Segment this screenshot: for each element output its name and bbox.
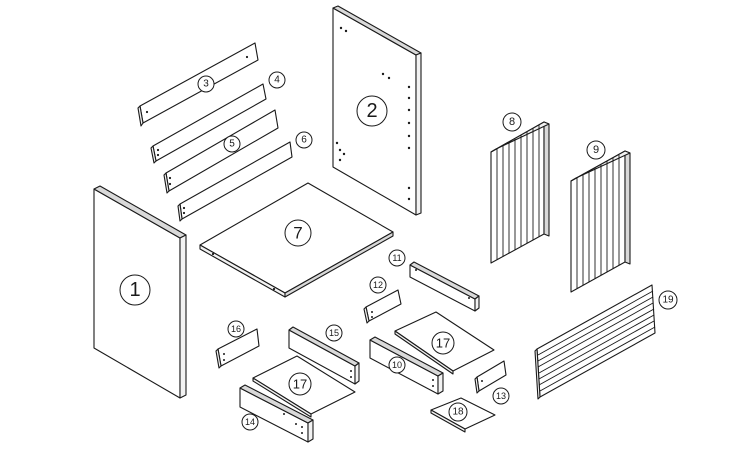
callout-17-right: 17 [431,331,455,355]
callout-11: 11 [388,249,406,267]
svg-text:8: 8 [509,116,515,128]
callout-16: 16 [227,320,245,338]
svg-text:10: 10 [392,360,402,370]
svg-text:4: 4 [274,75,280,86]
callout-15: 15 [325,324,343,342]
part-6-rail [177,141,293,222]
callout-2: 2 [356,95,388,127]
part-15-rail [288,326,360,385]
callout-10: 10 [388,356,406,374]
part-19-slat-panel [534,284,656,400]
part-5-rail [163,109,279,194]
svg-text:12: 12 [373,280,383,290]
callout-8: 8 [502,112,522,132]
svg-text:9: 9 [593,144,599,156]
svg-text:17: 17 [293,377,307,392]
svg-text:2: 2 [366,100,377,122]
part-4-rail [150,83,267,164]
part-2-back-panel [332,5,422,216]
callout-18: 18 [448,402,468,422]
callout-17-left: 17 [288,372,312,396]
callout-19: 19 [658,290,678,310]
callout-13: 13 [492,387,510,405]
callout-5: 5 [223,135,241,153]
svg-text:17: 17 [436,336,450,351]
svg-text:7: 7 [293,224,302,243]
part-12-block [363,289,402,324]
callout-7: 7 [284,219,312,247]
part-11-rail [409,261,480,312]
callout-9: 9 [586,140,606,160]
callout-3: 3 [197,75,215,93]
part-8-slat-panel [490,121,550,264]
svg-text:16: 16 [231,324,241,334]
svg-text:19: 19 [662,295,674,306]
callout-1: 1 [119,274,151,306]
svg-text:13: 13 [496,391,506,401]
svg-text:5: 5 [229,139,235,150]
svg-text:6: 6 [301,135,307,146]
svg-text:11: 11 [392,253,401,263]
svg-text:14: 14 [245,417,255,427]
callout-12: 12 [369,276,387,294]
part-13-block [474,360,507,394]
svg-text:1: 1 [129,279,140,301]
callout-6: 6 [295,131,313,149]
part-9-slat-panel [570,150,631,293]
svg-text:15: 15 [329,328,339,338]
part-16-block [215,328,260,369]
svg-text:3: 3 [203,79,209,90]
svg-text:18: 18 [452,407,464,418]
part-14-rail [239,384,314,443]
callout-4: 4 [268,71,286,89]
callout-14: 14 [241,413,259,431]
